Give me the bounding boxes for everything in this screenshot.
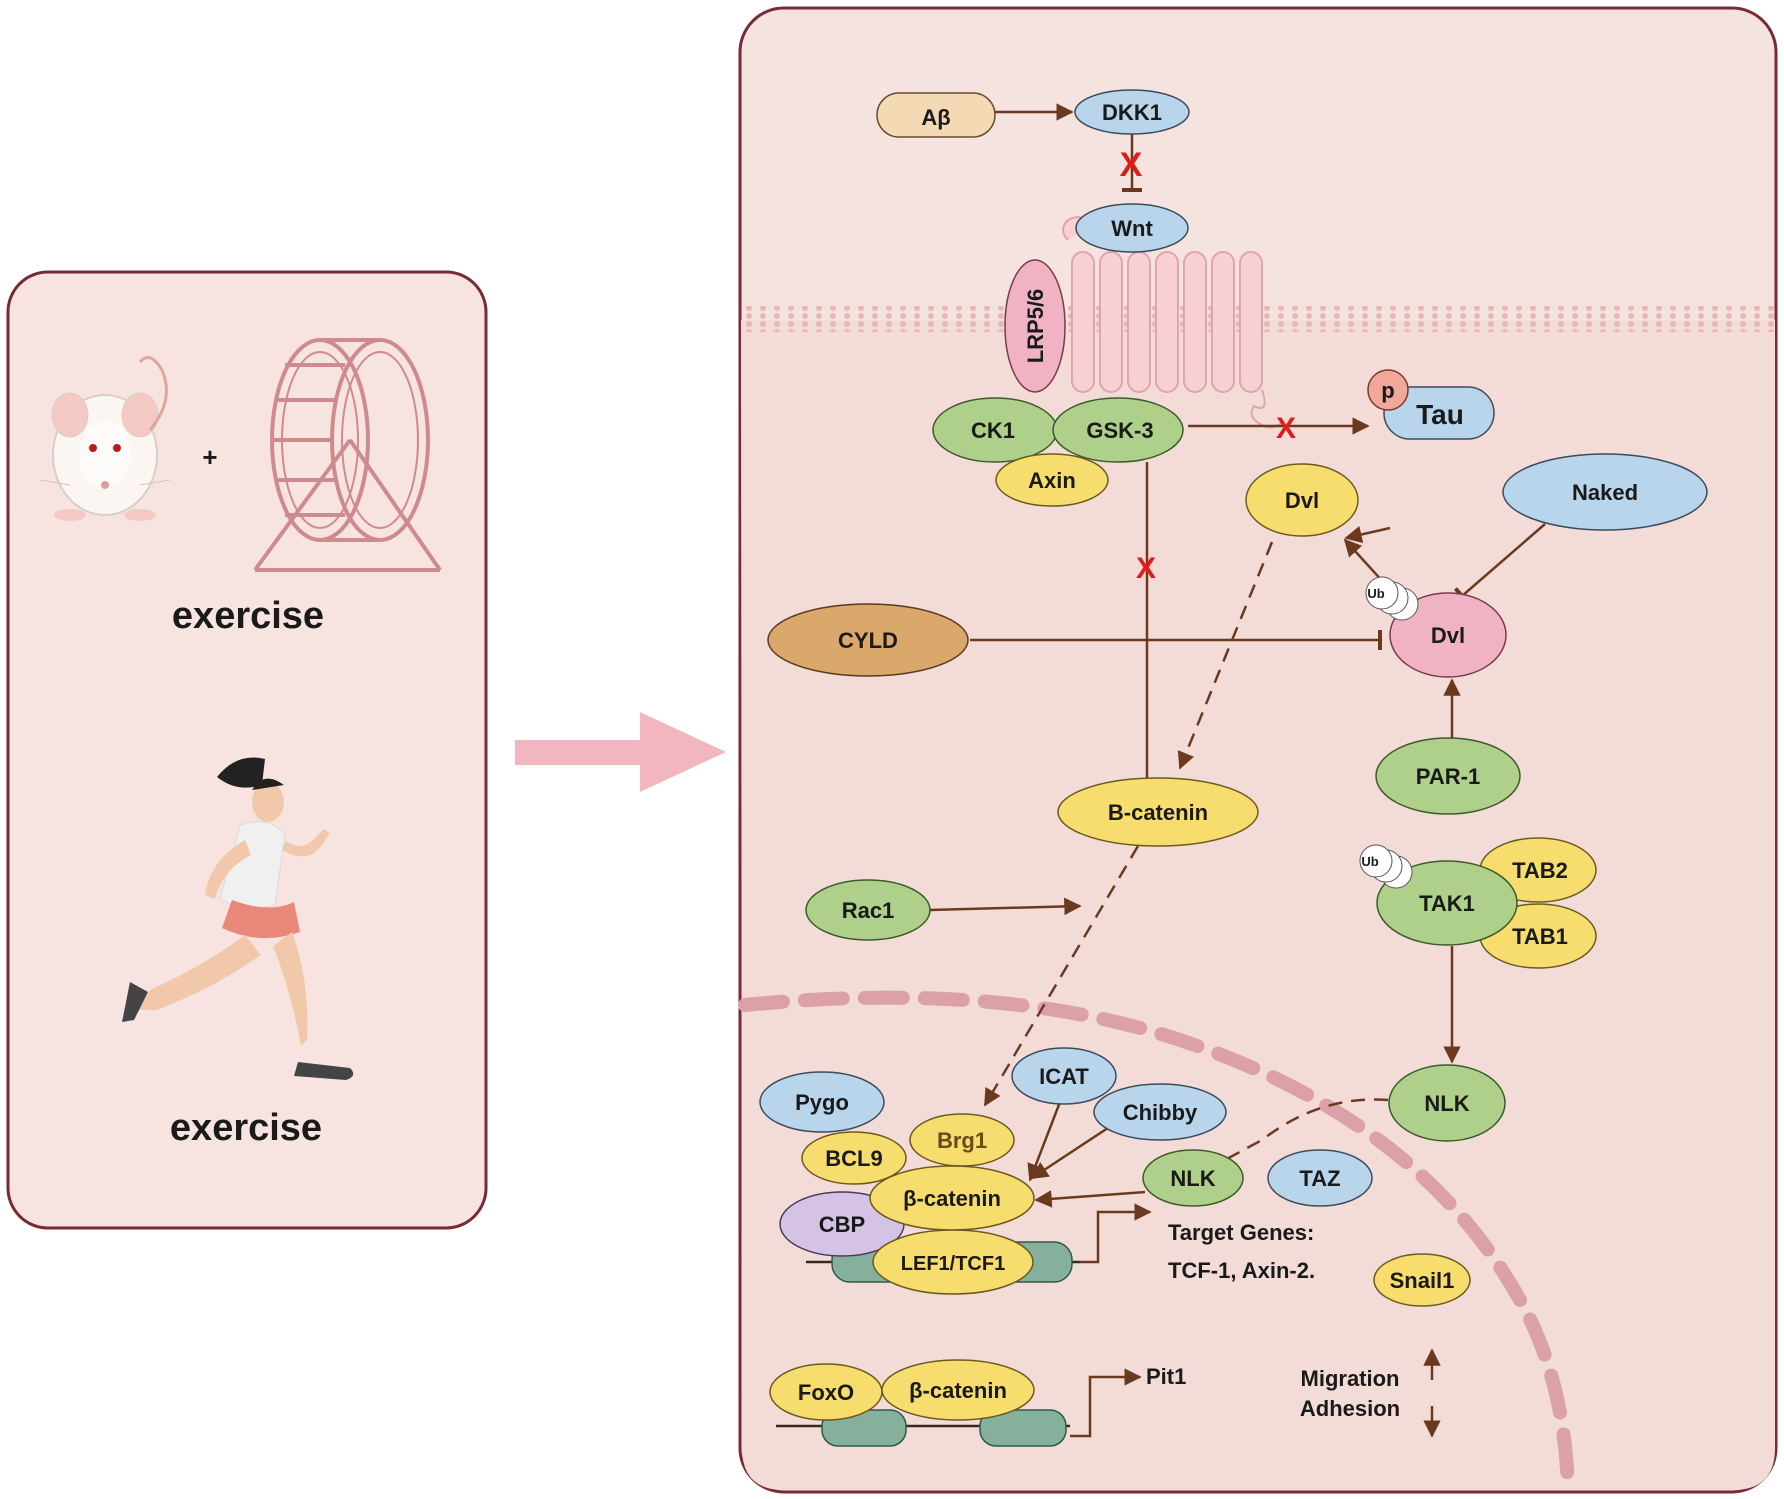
svg-text:Snail1: Snail1 [1390, 1268, 1455, 1293]
transition-arrow [515, 712, 726, 792]
running-wheel-icon [253, 338, 442, 572]
adhesion-label: Adhesion [1300, 1396, 1400, 1421]
connections [929, 103, 1546, 1438]
node-par1: PAR-1 [1375, 737, 1521, 815]
exercise-caption-bottom: exercise [170, 1107, 322, 1149]
node-dvl: Dvl Ub [1365, 576, 1507, 678]
svg-text:CBP: CBP [819, 1212, 865, 1237]
svg-text:FoxO: FoxO [798, 1380, 854, 1405]
svg-text:Brg1: Brg1 [937, 1128, 987, 1153]
ubiquitin-label-tak1: Ub [1361, 854, 1378, 869]
svg-text:p: p [1381, 378, 1394, 403]
svg-text:TAB1: TAB1 [1512, 924, 1568, 949]
svg-text:Wnt: Wnt [1111, 216, 1153, 241]
node-ck1: CK1 [932, 397, 1058, 463]
svg-text:NLK: NLK [1170, 1166, 1215, 1191]
inhibition-x-tau: X [1276, 412, 1296, 445]
frizzled-receptor [1062, 216, 1283, 429]
exercise-caption-top: exercise [172, 595, 324, 637]
svg-text:PAR-1: PAR-1 [1416, 764, 1480, 789]
svg-text:B-catenin: B-catenin [1108, 800, 1208, 825]
node-gsk3: GSK-3 [1052, 397, 1184, 463]
svg-text:CK1: CK1 [971, 418, 1015, 443]
node-nlk-cyto: NLK [1388, 1064, 1506, 1142]
node-dkk1: DKK1 [1074, 89, 1190, 135]
svg-text:GSK-3: GSK-3 [1086, 418, 1153, 443]
target-genes-label: Target Genes: [1168, 1220, 1314, 1245]
node-tau: Tau p [1367, 369, 1495, 440]
exercise-panel [6, 270, 488, 1230]
node-icat: ICAT [1011, 1047, 1117, 1105]
svg-text:DKK1: DKK1 [1102, 100, 1162, 125]
svg-text:Rac1: Rac1 [842, 898, 895, 923]
svg-text:Pygo: Pygo [795, 1090, 849, 1115]
node-dvl-top: Dvl [1245, 463, 1359, 537]
node-naked: Naked [1502, 453, 1708, 531]
node-brg1: Brg1 [909, 1113, 1015, 1167]
svg-text:Aβ: Aβ [921, 105, 950, 130]
inhibition-x-dkk1: X [1120, 146, 1143, 184]
node-bcatenin-cyto: B-catenin [1057, 777, 1259, 847]
svg-text:Dvl: Dvl [1285, 488, 1319, 513]
svg-text:Chibby: Chibby [1123, 1100, 1198, 1125]
svg-text:Naked: Naked [1572, 480, 1638, 505]
runner-icon [122, 757, 354, 1080]
pit1-label: Pit1 [1146, 1364, 1186, 1389]
svg-text:BCL9: BCL9 [825, 1146, 882, 1171]
ubiquitin-label-dvl: Ub [1367, 586, 1384, 601]
svg-text:NLK: NLK [1424, 1091, 1469, 1116]
node-rac1: Rac1 [805, 879, 931, 941]
node-nlk-nuc: NLK [1142, 1149, 1244, 1207]
migration-label: Migration [1301, 1366, 1400, 1391]
dashed-connections [983, 541, 1389, 1170]
phospho-badge [1367, 369, 1409, 411]
svg-text:β-catenin: β-catenin [903, 1186, 1001, 1211]
node-axin: Axin [995, 453, 1109, 507]
svg-text:LRP5/6: LRP5/6 [1023, 289, 1048, 364]
node-lrp5-6: LRP5/6 [1004, 259, 1066, 393]
node-chibby: Chibby [1093, 1083, 1227, 1141]
svg-text:Axin: Axin [1028, 468, 1076, 493]
node-bcl9: BCL9 [801, 1131, 907, 1185]
node-bcatenin-nuc: β-catenin [869, 1165, 1035, 1231]
svg-text:LEF1/TCF1: LEF1/TCF1 [901, 1253, 1005, 1275]
svg-text:ICAT: ICAT [1039, 1064, 1089, 1089]
node-abeta: Aβ [876, 92, 996, 138]
mouse-icon [39, 356, 171, 521]
svg-text:Dvl: Dvl [1431, 623, 1465, 648]
node-bcatenin-foxo: β-catenin [881, 1359, 1035, 1421]
node-wnt: Wnt [1075, 203, 1189, 253]
node-tak1: TAK1 Ub [1359, 844, 1518, 946]
node-lef1-tcf1: LEF1/TCF1 [872, 1229, 1034, 1295]
svg-text:TAB2: TAB2 [1512, 858, 1568, 883]
node-taz: TAZ [1267, 1149, 1373, 1207]
svg-text:β-catenin: β-catenin [909, 1378, 1007, 1403]
plus-sign: + [202, 442, 217, 472]
node-cyld: CYLD [767, 603, 969, 677]
nuclear-membrane [738, 990, 1575, 1497]
svg-text:TAK1: TAK1 [1419, 891, 1475, 916]
target-genes-list: TCF-1, Axin-2. [1168, 1258, 1315, 1283]
inhibition-x-bcatenin: X [1136, 552, 1156, 585]
svg-text:CYLD: CYLD [838, 628, 898, 653]
svg-text:TAZ: TAZ [1299, 1166, 1340, 1191]
node-foxo: FoxO [769, 1363, 883, 1421]
svg-text:Tau: Tau [1416, 399, 1464, 430]
node-snail1: Snail1 [1373, 1253, 1471, 1307]
node-pygo: Pygo [759, 1071, 885, 1133]
